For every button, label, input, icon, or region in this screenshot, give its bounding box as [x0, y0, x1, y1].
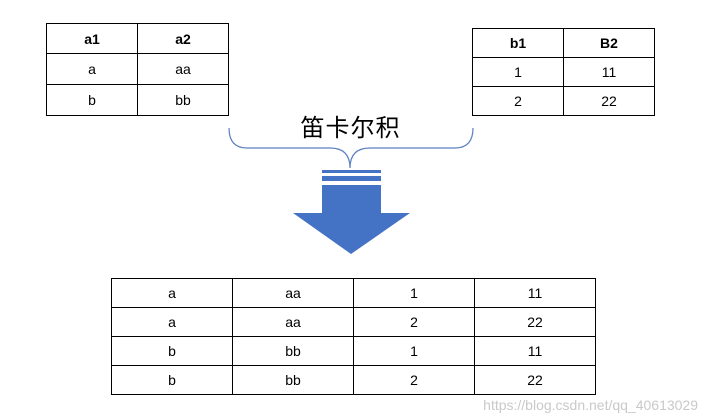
result-table-cell: bb [232, 336, 354, 366]
watermark: https://blog.csdn.net/qq_40613029 [483, 397, 698, 413]
table-a-row: b bb [46, 84, 229, 116]
table-b-header-row: b1 B2 [472, 28, 655, 58]
table-b-header-cell: b1 [472, 28, 564, 58]
table-b: b1 B2 1 11 2 22 [472, 28, 655, 116]
result-table: a aa 1 11 a aa 2 22 b bb 1 11 b bb 2 22 [111, 278, 596, 395]
result-table-cell: 2 [353, 307, 475, 337]
table-b-header-cell: B2 [563, 28, 655, 58]
result-table-cell: 11 [474, 336, 596, 366]
arrow-stripe [322, 176, 381, 181]
down-arrow-icon [293, 170, 410, 254]
result-table-cell: aa [232, 278, 354, 308]
operation-label: 笛卡尔积 [300, 114, 401, 142]
result-table-row: b bb 1 11 [111, 336, 596, 366]
result-table-cell: 1 [353, 336, 475, 366]
table-a-header-row: a1 a2 [46, 23, 229, 54]
result-table-cell: aa [232, 307, 354, 337]
arrow-body [293, 185, 410, 254]
table-a-header-cell: a2 [137, 23, 229, 54]
table-b-cell: 2 [472, 86, 564, 116]
table-b-row: 1 11 [472, 57, 655, 87]
result-table-cell: a [111, 307, 233, 337]
result-table-cell: 1 [353, 278, 475, 308]
table-a-cell: bb [137, 84, 229, 116]
operation-label-wrap: 笛卡尔积 [0, 108, 706, 143]
table-b-row: 2 22 [472, 86, 655, 116]
result-table-row: a aa 2 22 [111, 307, 596, 337]
result-table-cell: 2 [353, 365, 475, 395]
result-table-row: b bb 2 22 [111, 365, 596, 395]
curly-brace-icon [228, 127, 474, 169]
result-table-cell: 22 [474, 307, 596, 337]
result-table-cell: 11 [474, 278, 596, 308]
result-table-row: a aa 1 11 [111, 278, 596, 308]
table-a-header-cell: a1 [46, 23, 138, 54]
table-b-cell: 22 [563, 86, 655, 116]
result-table-cell: b [111, 365, 233, 395]
table-a-cell: b [46, 84, 138, 116]
arrow-stripe [322, 170, 381, 173]
table-b-cell: 11 [563, 57, 655, 87]
result-table-cell: b [111, 336, 233, 366]
result-table-cell: 22 [474, 365, 596, 395]
result-table-cell: bb [232, 365, 354, 395]
result-table-cell: a [111, 278, 233, 308]
table-a: a1 a2 a aa b bb [46, 23, 229, 116]
